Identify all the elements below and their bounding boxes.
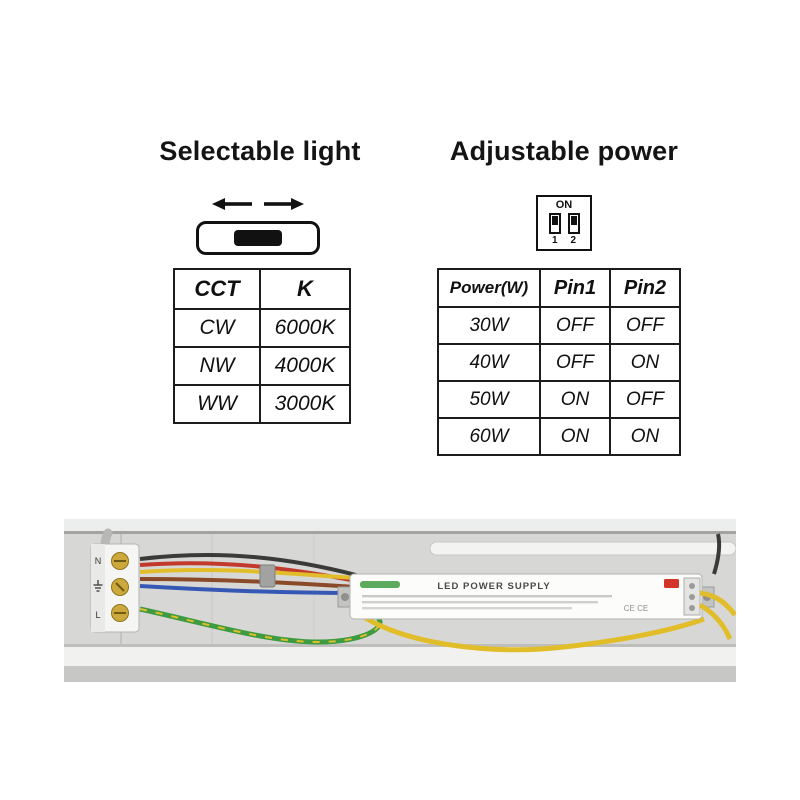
led-driver: LED POWER SUPPLY CE CE [337,573,715,620]
right-dark-wire [712,533,722,575]
yellow-wire-loop [362,614,705,653]
pin2-col-header: Pin2 [609,268,681,308]
fixture-photo-svg: N L [64,519,737,682]
ce-mark: CE CE [624,604,648,613]
cable-clamp [259,564,276,588]
terminal-block: N L [90,543,140,633]
driver-brand-mark [360,581,400,588]
power-cell: 60W [437,417,541,456]
terminal-n-label: N [95,556,102,566]
dip-switch-1 [548,213,561,234]
power-col-header: Power(W) [437,268,541,308]
cct-cell: CW [173,308,261,348]
slider-body [196,221,320,255]
cct-header-row: CCT K [173,268,351,310]
cct-cell: WW [173,384,261,424]
kelvin-cell: 6000K [259,308,351,348]
power-cell: 40W [437,343,541,382]
output-yellow-wire-2 [698,602,733,641]
dip-on-label: ON [555,199,573,211]
fixture-bottom-line [64,644,736,647]
cct-table: CCT K CW 6000K NW 4000K WW 3000K [173,268,351,424]
dip-switches [548,213,580,234]
cct-col-header: CCT [173,268,261,310]
power-table: Power(W) Pin1 Pin2 30W OFF OFF 40W OFF O… [437,268,681,456]
dip-pin-2-label: 2 [570,235,577,246]
pin2-cell: ON [609,343,681,382]
double-arrow-icon [212,198,304,210]
dip-pin-1-label: 1 [551,235,558,246]
driver-fine-print [362,595,612,598]
dip-knob-2 [570,216,577,225]
pin2-cell: OFF [609,306,681,345]
slider-knob [234,230,282,246]
selectable-light-title: Selectable light [159,136,361,166]
adjustable-power-title: Adjustable power [449,136,679,166]
table-row: 60W ON ON [437,417,681,456]
table-row: NW 4000K [173,346,351,386]
power-cell: 30W [437,306,541,345]
pin2-cell: OFF [609,380,681,419]
fixture-top-edge [64,519,736,532]
k-col-header: K [259,268,351,310]
dip-switch-2 [567,213,580,234]
terminal-l-label: L [95,610,100,620]
driver-fine-print [362,607,572,610]
wire-channel [429,541,737,556]
table-row: WW 3000K [173,384,351,424]
dip-knob-1 [551,216,558,225]
pin1-col-header: Pin1 [539,268,611,308]
driver-switch [664,579,679,588]
fixture-photo: N L [64,519,737,682]
brown-wire [139,577,357,589]
driver-title: LED POWER SUPPLY [437,581,550,592]
fixture-base-edge [64,666,736,682]
dip-switch-icon: ON 1 2 [536,195,592,251]
table-row: 30W OFF OFF [437,306,681,345]
pin1-cell: ON [539,417,611,456]
fixture-top-line [64,531,736,534]
power-header-row: Power(W) Pin1 Pin2 [437,268,681,308]
driver-fine-print [362,601,598,604]
output-yellow-wire-1 [699,590,737,617]
cct-cell: NW [173,346,261,386]
pin2-cell: ON [609,417,681,456]
cct-slider-icon [196,197,320,255]
pin1-cell: ON [539,380,611,419]
blue-wire [139,584,357,595]
earth-icon [93,580,103,592]
kelvin-cell: 3000K [259,384,351,424]
dip-pin-numbers: 1 2 [552,235,576,246]
black-wire [139,553,357,577]
table-row: 40W OFF ON [437,343,681,382]
table-row: CW 6000K [173,308,351,348]
kelvin-cell: 4000K [259,346,351,386]
fixture-bottom-lip [64,647,736,666]
pin1-cell: OFF [539,343,611,382]
pin1-cell: OFF [539,306,611,345]
table-row: 50W ON OFF [437,380,681,419]
power-cell: 50W [437,380,541,419]
